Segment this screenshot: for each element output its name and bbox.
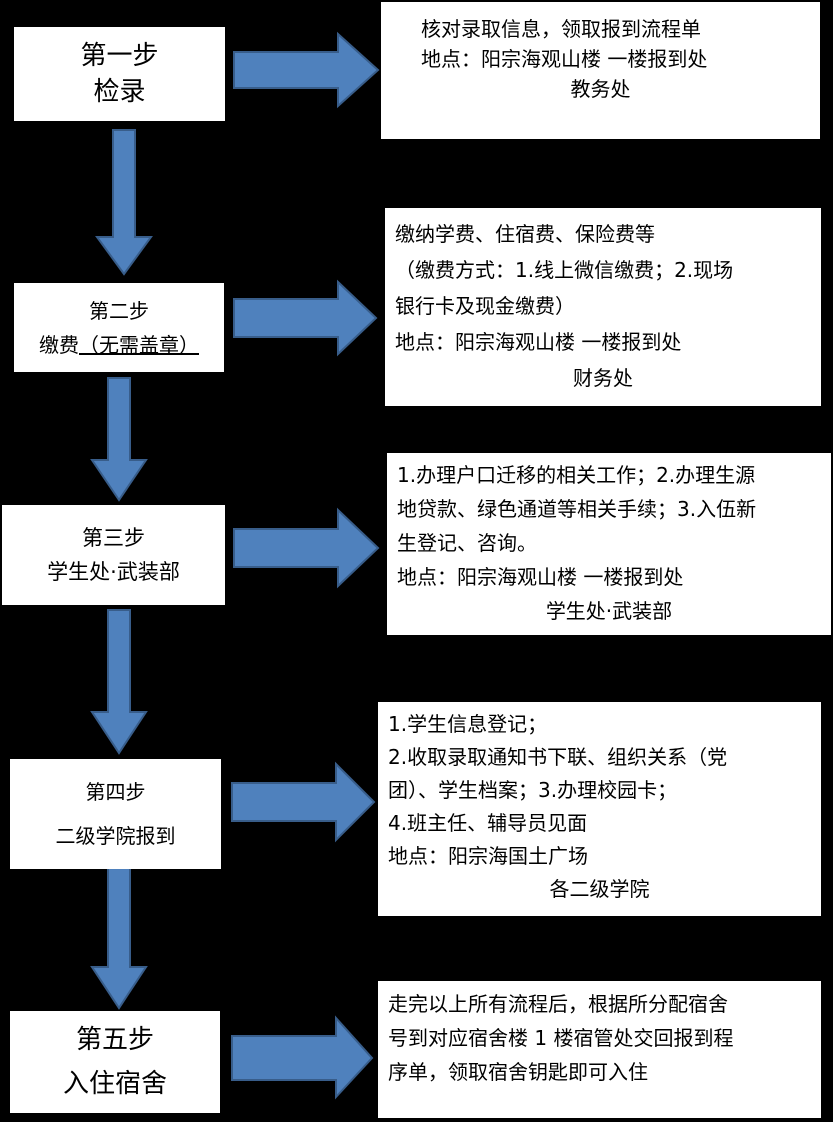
detail-4-line-1: 1.学生信息登记；: [388, 712, 548, 736]
step-2-subtitle: 缴费（无需盖章）: [39, 332, 199, 357]
detail-3-box: 1.办理户口迁移的相关工作；2.办理生源 地贷款、绿色通道等相关手续；3.入伍新…: [387, 453, 831, 635]
detail-5-line-3: 序单，领取宿舍钥匙即可入住: [388, 1060, 648, 1084]
detail-1-line-2: 地点：阳宗海观山楼 一楼报到处: [421, 47, 708, 71]
step-4-box: 第四步 二级学院报到: [10, 759, 221, 869]
step-1-title: 第一步: [80, 41, 159, 71]
detail-2-line-1: 缴纳学费、住宿费、保险费等: [395, 222, 655, 246]
step-3-subtitle: 学生处·武装部: [47, 560, 180, 584]
down-arrow-2: [90, 377, 148, 502]
detail-4-line-5: 地点：阳宗海国土广场: [388, 844, 588, 868]
down-arrow-1: [95, 129, 153, 276]
detail-4-line-3: 团）、学生档案；3.办理校园卡；: [388, 778, 678, 802]
down-arrow-3: [90, 609, 148, 755]
detail-3-line-1: 1.办理户口迁移的相关工作；2.办理生源: [397, 463, 756, 487]
step-5-subtitle: 入住宿舍: [62, 1069, 167, 1099]
detail-2-box: 缴纳学费、住宿费、保险费等 （缴费方式：1.线上微信缴费；2.现场 银行卡及现金…: [385, 208, 821, 406]
step-2-box: 第二步 缴费（无需盖章）: [14, 283, 224, 372]
right-arrow-1: [233, 31, 380, 109]
detail-5-line-2: 号到对应宿舍楼 1 楼宿管处交回报到程: [388, 1026, 734, 1050]
detail-1-line-1: 核对录取信息，领取报到流程单: [421, 17, 701, 41]
detail-2-line-2: （缴费方式：1.线上微信缴费；2.现场: [395, 258, 734, 282]
detail-4-line-2: 2.收取录取通知书下联、组织关系（党: [388, 745, 728, 769]
step-3-box: 第三步 学生处·武装部: [2, 505, 225, 605]
right-arrow-2: [233, 279, 378, 357]
detail-4-line-4: 4.班主任、辅导员见面: [388, 811, 588, 835]
step-1-subtitle: 检录: [93, 77, 146, 107]
step-5-title: 第五步: [75, 1025, 154, 1055]
step-5-box: 第五步 入住宿舍: [10, 1011, 220, 1113]
detail-2-line-3: 银行卡及现金缴费）: [395, 294, 575, 318]
detail-3-line-5: 学生处·武装部: [545, 599, 673, 623]
detail-2-line-4: 地点：阳宗海观山楼 一楼报到处: [395, 330, 682, 354]
step-1-box: 第一步 检录: [14, 27, 225, 121]
down-arrow-4: [90, 867, 148, 1010]
step-2-title: 第二步: [89, 298, 149, 323]
right-arrow-5: [231, 1015, 374, 1100]
detail-3-line-4: 地点：阳宗海观山楼 一楼报到处: [397, 565, 684, 589]
detail-1-box: 核对录取信息，领取报到流程单 地点：阳宗海观山楼 一楼报到处 教务处: [381, 2, 820, 139]
detail-5-line-1: 走完以上所有流程后，根据所分配宿舍: [388, 992, 728, 1016]
detail-4-box: 1.学生信息登记； 2.收取录取通知书下联、组织关系（党 团）、学生档案；3.办…: [378, 702, 821, 916]
detail-5-box: 走完以上所有流程后，根据所分配宿舍 号到对应宿舍楼 1 楼宿管处交回报到程 序单…: [378, 981, 821, 1118]
detail-3-line-2: 地贷款、绿色通道等相关手续；3.入伍新: [397, 497, 757, 521]
step-2-subtitle-note: （无需盖章）: [79, 332, 199, 357]
step-4-title: 第四步: [85, 780, 146, 804]
detail-3-line-3: 生登记、咨询。: [397, 531, 537, 555]
step-4-subtitle: 二级学院报到: [55, 824, 176, 848]
detail-4-line-6: 各二级学院: [549, 877, 650, 901]
detail-2-line-5: 财务处: [573, 366, 633, 390]
right-arrow-4: [231, 761, 376, 843]
detail-1-line-3: 教务处: [570, 77, 631, 101]
right-arrow-3: [233, 507, 380, 589]
step-3-title: 第三步: [82, 526, 145, 550]
